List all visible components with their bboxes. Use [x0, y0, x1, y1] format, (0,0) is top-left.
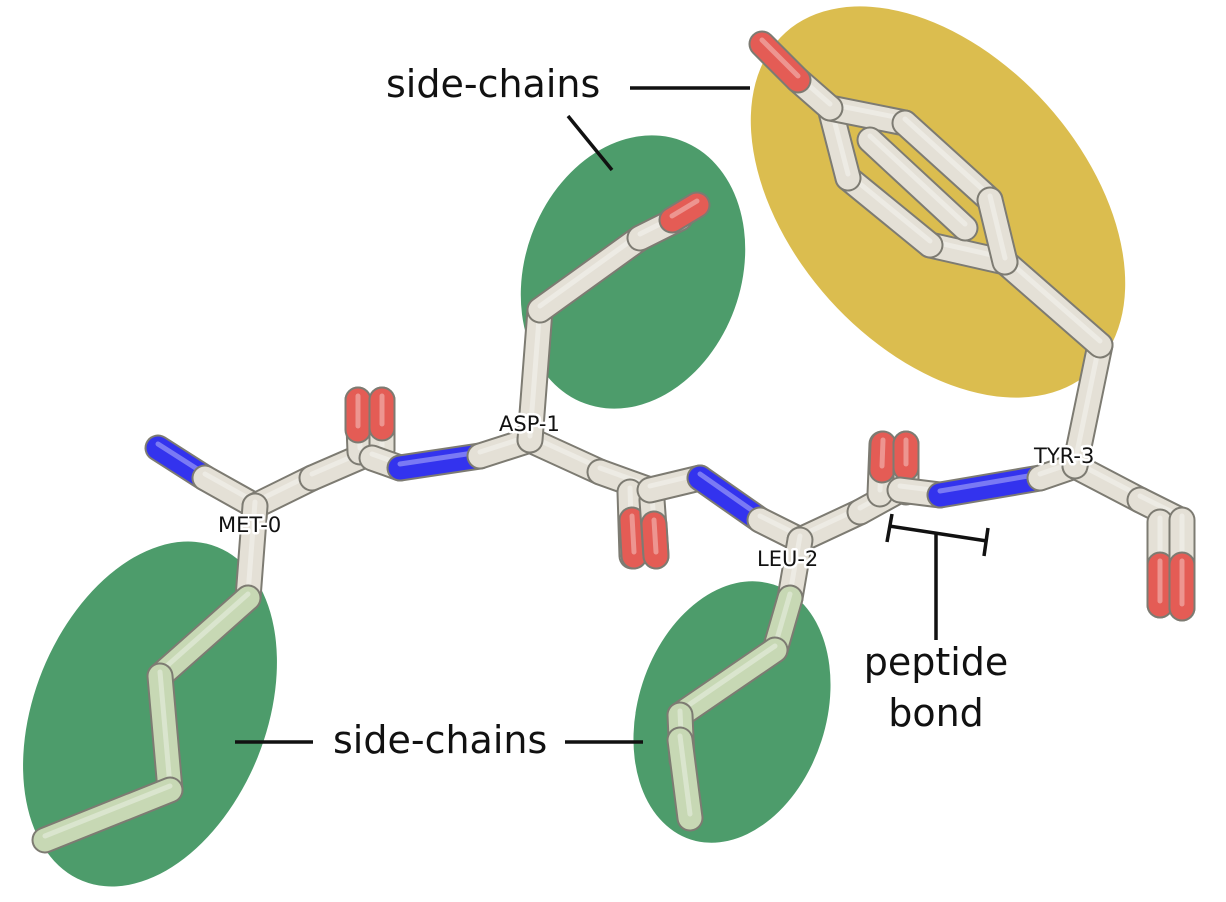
- tyr-oxygen: [750, 32, 810, 92]
- tyr-amide-bond-highlight: [937, 471, 1043, 494]
- tyr-ring-bond-6-highlight: [987, 193, 1008, 261]
- asp-cb-bond: [518, 298, 552, 452]
- tyr-ring-bond-5: [893, 111, 1002, 212]
- annotation-labels: side-chains side-chains peptide bond: [333, 62, 1008, 762]
- asp-carbonyl-oxygen-b-highlight: [651, 517, 659, 555]
- met-sd-bond: [148, 664, 182, 802]
- leu-cd1-bond-highlight: [677, 643, 778, 714]
- leu-carbonyl-oxygen-a: [870, 432, 895, 482]
- tyr-ring-double-bond: [858, 128, 977, 240]
- met-sd-bond-highlight: [157, 669, 173, 789]
- asp-cb-bond-highlight: [527, 303, 543, 439]
- leu-cb-bond-highlight: [787, 533, 803, 597]
- residue-label-met: MET-0: [218, 513, 281, 537]
- asp-cg-bond: [528, 226, 652, 322]
- met-ce-bond: [33, 778, 182, 852]
- leu-amide-bond-highlight: [697, 471, 763, 519]
- tyr-ring-bond-5-highlight: [902, 116, 993, 199]
- residue-label-leu: LEU-2: [757, 547, 818, 571]
- tyr-cg-bond-highlight: [1002, 255, 1103, 344]
- met-cg-bond: [148, 586, 260, 688]
- peptide-bond-bracket: [885, 513, 990, 640]
- met-cb-bond-highlight: [245, 499, 258, 597]
- met-cb-bond: [236, 494, 267, 610]
- asp-oxygen-highlight: [669, 198, 700, 219]
- annotation-lines: [235, 86, 990, 744]
- tyr-ring-bond-6: [978, 188, 1017, 274]
- side-chains-label-bottom: side-chains: [333, 718, 547, 762]
- tyr-ring-bond-2-highlight: [845, 171, 933, 244]
- tyr-ring-double-bond-highlight: [867, 133, 968, 227]
- peptide-bond-label-line2: bond: [888, 691, 984, 735]
- residue-label-asp: ASP-1: [499, 412, 560, 436]
- peptide-bond-label-line1: peptide: [864, 640, 1009, 684]
- leu-sidechain-highlight: [633, 581, 831, 843]
- leu-cd2-bond: [668, 728, 702, 830]
- asp-cg-bond-highlight: [537, 231, 643, 309]
- tyr-amide-bond: [928, 466, 1052, 507]
- tyr-cg-bond: [993, 250, 1112, 357]
- residue-label-tyr: TYR-3: [1033, 444, 1094, 468]
- tyr-oxygen-highlight: [759, 37, 801, 79]
- molecule-bonds: [31, 30, 1196, 854]
- side-chains-label-top: side-chains: [386, 62, 600, 106]
- asp-carbonyl-oxygen-b: [642, 512, 668, 568]
- asp-leader-line: [566, 114, 614, 172]
- met-cg-bond-highlight: [157, 591, 251, 675]
- tyr-cb-bond-highlight: [1072, 338, 1103, 465]
- tyr-cb-bond: [1063, 333, 1112, 478]
- leu-cd2-bond-highlight: [677, 733, 693, 817]
- asp-carbonyl-oxygen-a: [620, 508, 646, 568]
- residue-labels: MET-0 ASP-1 LEU-2 TYR-3: [216, 410, 1097, 574]
- leu-cd1-bond: [668, 638, 787, 727]
- leu-carbonyl-oxygen-a-highlight: [879, 437, 886, 469]
- asp-carbonyl-oxygen-a-highlight: [629, 513, 637, 555]
- tyr-ring-bond-2: [836, 166, 942, 257]
- asp-oxygen: [660, 193, 709, 232]
- met-ce-bond-highlight: [42, 783, 173, 839]
